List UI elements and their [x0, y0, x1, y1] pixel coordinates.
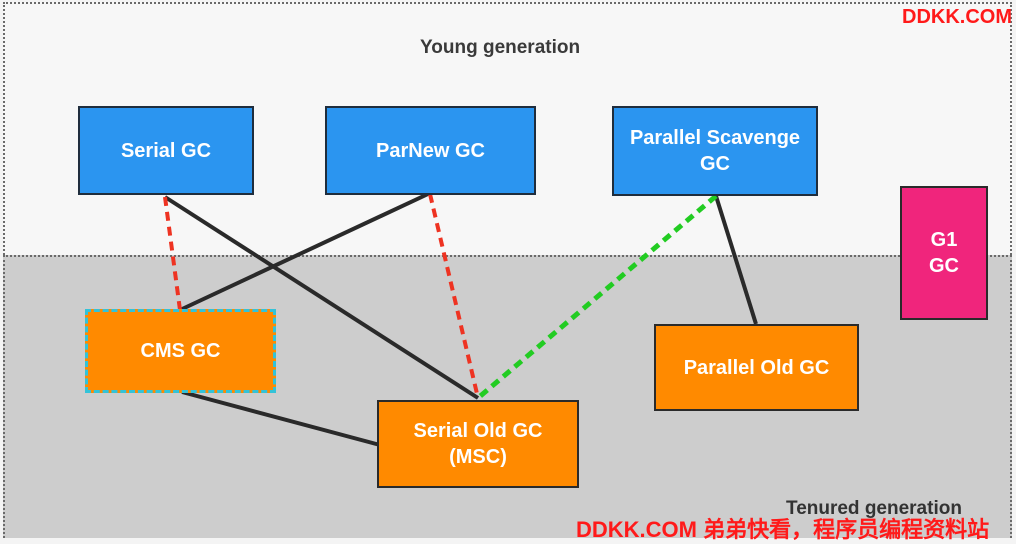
serial-gc-label: Serial GC — [120, 139, 212, 162]
serial-gc-box: Serial GC — [78, 106, 254, 195]
dashed-line-parnew-to-serial-old — [428, 193, 480, 399]
line-serial-to-serial-old — [163, 195, 480, 400]
cms-gc-box: CMS GC — [85, 309, 276, 393]
parallel-scavenge-gc-box: Parallel Scavenge GC — [612, 106, 818, 196]
parallel-old-gc-box: Parallel Old GC — [654, 324, 859, 411]
g1-gc-label: G1 GC — [929, 229, 959, 277]
parnew-gc-label: ParNew GC — [376, 139, 485, 162]
parnew-gc-box: ParNew GC — [325, 106, 536, 195]
serial-old-gc-label: Serial Old GC (MSC) — [413, 420, 543, 468]
serial-old-gc-box: Serial Old GC (MSC) — [377, 400, 579, 488]
watermark-top: DDKK.COM — [902, 6, 1012, 28]
dashed-line-parallel-scavenge-to-serial-old — [476, 194, 718, 400]
young-generation-label: Young generation — [420, 37, 581, 58]
line-parallel-scavenge-to-parallel-old — [714, 195, 758, 325]
line-cms-to-serial-old — [181, 390, 381, 447]
parallel-scavenge-gc-label: Parallel Scavenge GC — [629, 127, 801, 175]
g1-gc-box: G1 GC — [900, 186, 988, 320]
cms-gc-label: CMS GC — [140, 340, 221, 362]
parallel-old-gc-label: Parallel Old GC — [683, 356, 830, 379]
line-parnew-to-cms — [179, 192, 429, 312]
dashed-line-serial-to-cms — [163, 196, 182, 311]
tenured-generation-label: Tenured generation — [786, 498, 962, 519]
watermark-bottom: DDKK.COM 弟弟快看，程序员编程资料站 — [576, 517, 990, 542]
